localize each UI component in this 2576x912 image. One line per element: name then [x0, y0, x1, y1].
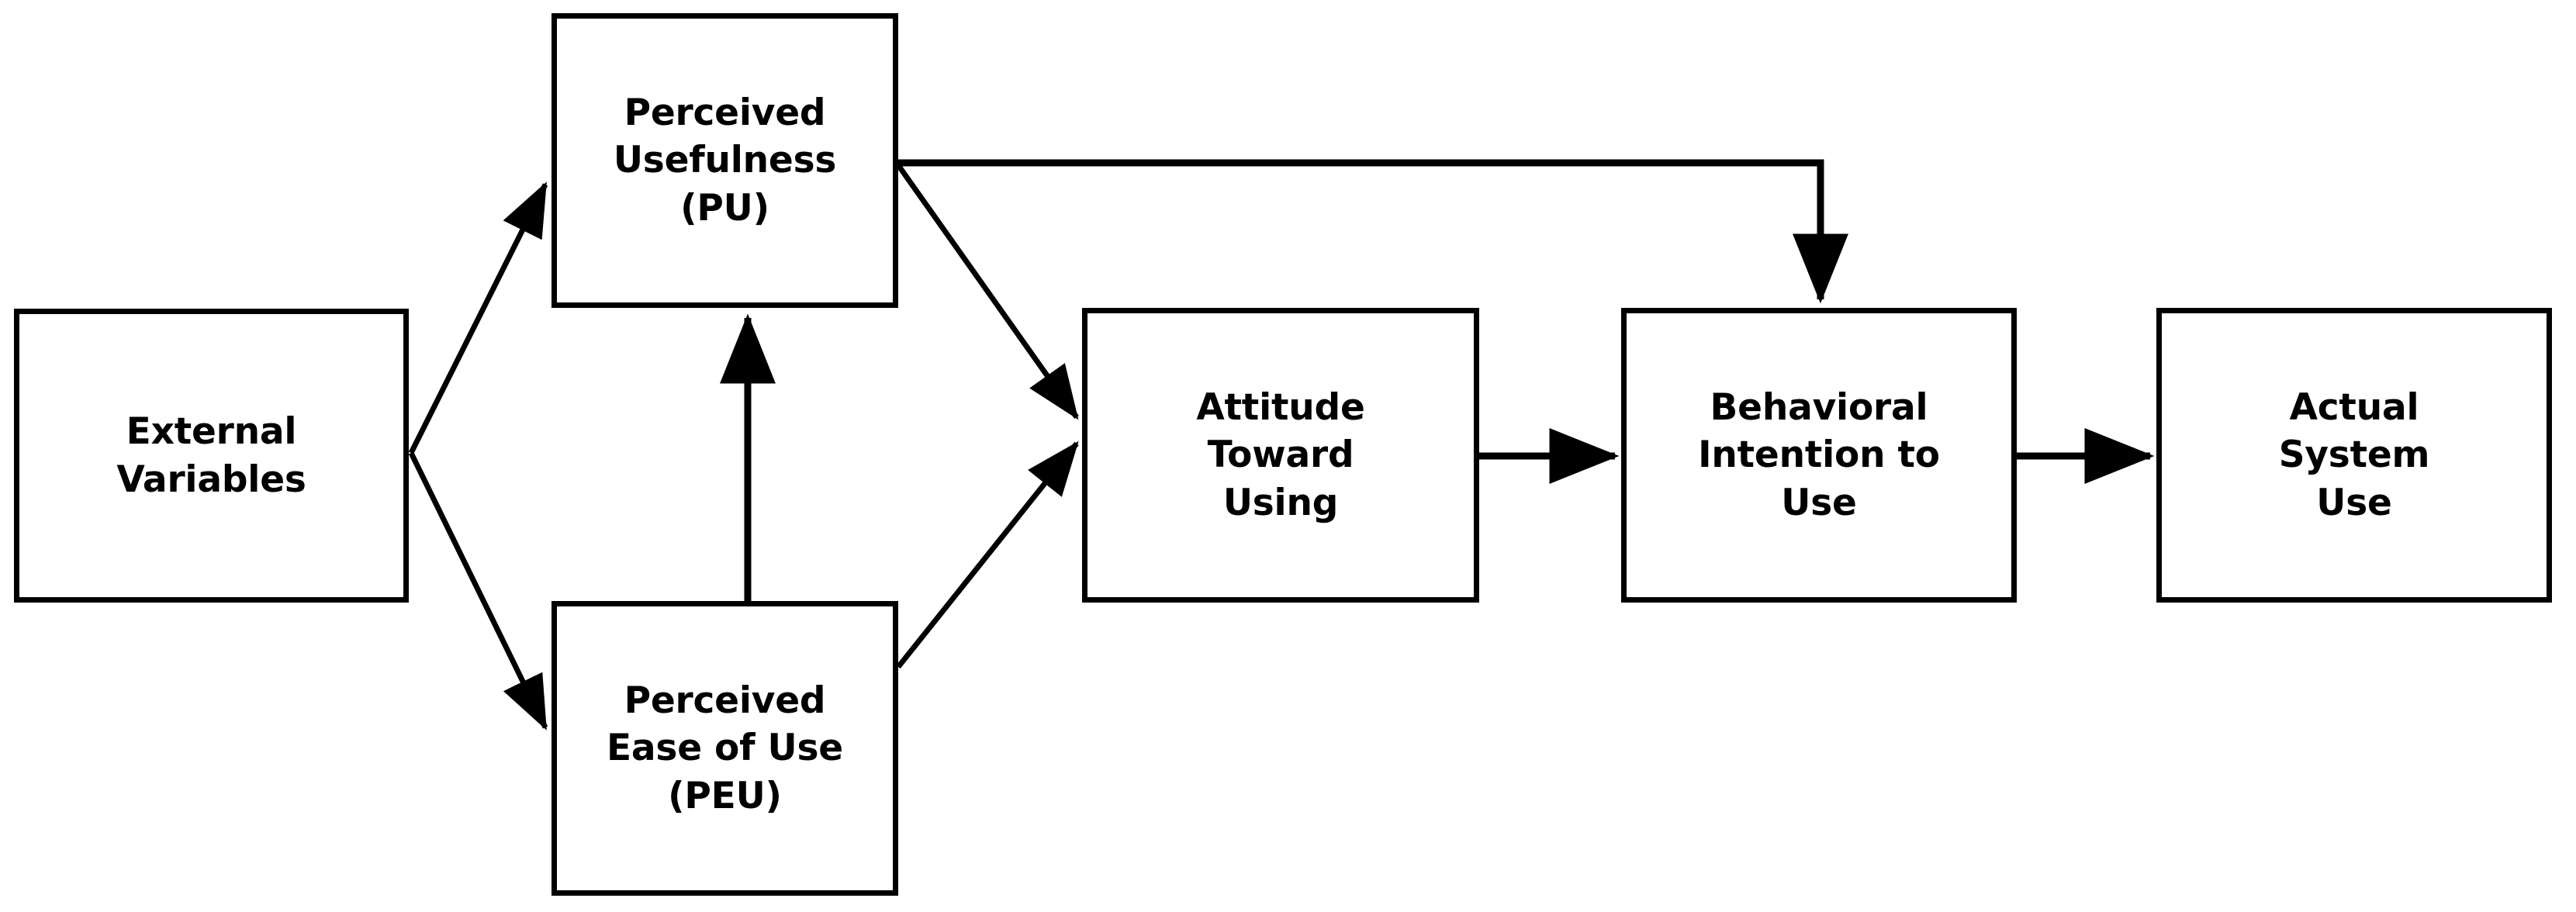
edge-peu-to-attitude	[896, 440, 1079, 669]
edge-pu-to-attitude	[896, 163, 1079, 420]
node-actual-system-use[interactable]: Actual System Use	[2156, 308, 2552, 603]
node-external-variables[interactable]: External Variables	[14, 309, 409, 603]
node-attitude-toward-using[interactable]: Attitude Toward Using	[1082, 308, 1479, 603]
node-label-perceived-usefulness: Perceived Usefulness (PU)	[613, 92, 837, 230]
edge-ev-to-peu	[408, 451, 548, 731]
node-label-perceived-ease-of-use: Perceived Ease of Use (PEU)	[607, 679, 843, 817]
node-label-behavioral-intention-to-use: Behavioral Intention to Use	[1698, 386, 1940, 524]
node-label-actual-system-use: Actual System Use	[2278, 386, 2430, 524]
edge-pu-to-bi	[898, 159, 1848, 304]
node-behavioral-intention-to-use[interactable]: Behavioral Intention to Use	[1621, 308, 2017, 603]
node-perceived-usefulness[interactable]: Perceived Usefulness (PU)	[552, 13, 898, 308]
node-label-external-variables: External Variables	[116, 410, 306, 501]
node-label-attitude-toward-using: Attitude Toward Using	[1196, 386, 1365, 524]
node-perceived-ease-of-use[interactable]: Perceived Ease of Use (PEU)	[552, 601, 898, 896]
edge-ev-to-pu	[408, 181, 548, 454]
